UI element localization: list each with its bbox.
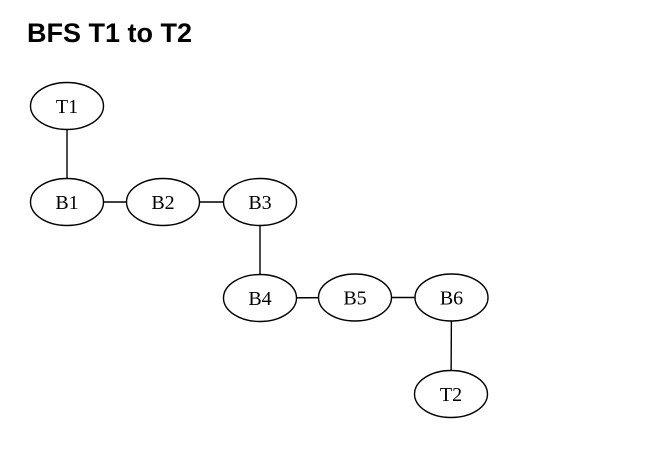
node-ellipse-B6 — [414, 273, 489, 322]
node-label-B5: B5 — [343, 288, 366, 310]
node-B2: B2 — [125, 177, 201, 227]
node-B4: B4 — [222, 273, 298, 323]
node-T1: T1 — [29, 81, 105, 131]
node-label-B2: B2 — [151, 192, 174, 214]
node-label-B3: B3 — [248, 192, 271, 214]
node-label-T1: T1 — [56, 96, 78, 118]
node-ellipse-B2 — [125, 177, 201, 227]
node-B6: B6 — [414, 273, 489, 322]
node-ellipse-B4 — [222, 273, 298, 323]
node-ellipse-B1 — [29, 177, 105, 227]
node-ellipse-T2 — [413, 369, 489, 419]
node-label-B1: B1 — [55, 192, 78, 214]
node-ellipse-B3 — [222, 177, 298, 227]
node-B5: B5 — [317, 273, 393, 322]
diagram-title: BFS T1 to T2 — [27, 18, 193, 48]
node-label-B4: B4 — [248, 288, 271, 310]
node-label-B6: B6 — [440, 288, 463, 310]
node-B1: B1 — [29, 177, 105, 227]
node-B3: B3 — [222, 177, 298, 227]
node-ellipse-B5 — [317, 273, 393, 322]
node-label-T2: T2 — [440, 384, 462, 406]
node-T2: T2 — [413, 369, 489, 419]
node-ellipse-T1 — [29, 81, 105, 131]
